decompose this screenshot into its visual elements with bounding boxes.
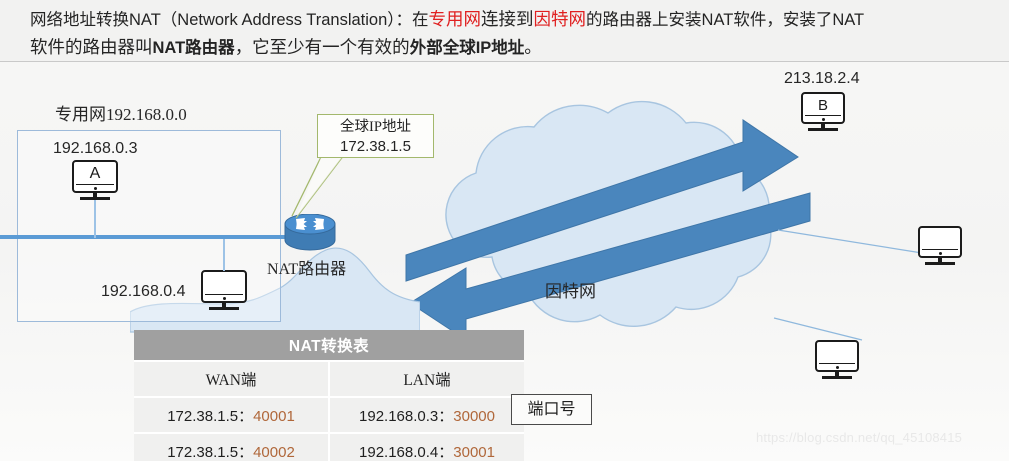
nat-row-1-lan-port: 30001 — [453, 443, 495, 461]
host-a-computer: A — [72, 160, 118, 202]
callout-leader-lines — [280, 150, 440, 230]
nat-row-0-wan-addr: 172.38.1.5： — [167, 407, 254, 425]
description-highlight-internet: 因特网 — [533, 9, 587, 29]
internet-host-1-computer — [918, 226, 962, 268]
network-edge-hill — [129, 240, 421, 335]
internet-host-2-screen-line — [819, 362, 855, 364]
nat-router-icon — [283, 213, 337, 252]
global-ip-callout: 全球IP地址 172.38.1.5 — [317, 114, 434, 158]
nat-table-col-lan: LAN端 — [329, 361, 524, 398]
callout-ip-value: 172.38.1.5 — [340, 138, 411, 155]
description-bold-global-ip: 外部全球IP地址 — [409, 39, 525, 57]
internet-host-2-stand-base — [822, 376, 852, 379]
description-line-1: 网络地址转换NAT（Network Address Translation）：在… — [30, 6, 1009, 34]
host-c-screen-line — [205, 293, 243, 295]
description-line-2-part-2: ，它至少有一个有效的 — [234, 37, 410, 57]
internet-host-links — [740, 200, 940, 360]
nat-row-1-wan-addr: 172.38.1.5： — [167, 443, 254, 461]
description-line-1-part-3: 的路由器上安装NAT软件，安装了NAT — [586, 11, 865, 29]
internet-host-1-stand-base — [925, 262, 955, 265]
host-b-computer: B — [801, 92, 845, 134]
host-a-ip-label: 192.168.0.3 — [53, 140, 138, 157]
host-b-screen-line — [805, 114, 841, 116]
host-c-screen-dot — [222, 297, 226, 300]
internet-host-2-screen-dot — [835, 366, 839, 369]
host-c-link — [223, 239, 225, 271]
description-line-2-part-3: 。 — [524, 37, 542, 57]
description-line-1-part-2: 连接到 — [481, 9, 534, 29]
nat-row-0-wan: 172.38.1.5：40001 — [134, 397, 330, 434]
header-divider — [0, 61, 1009, 62]
host-b-name: B — [817, 96, 828, 114]
internet-host-2-computer — [815, 340, 859, 382]
description-line-2: 软件的路由器叫NAT路由器，它至少有一个有效的外部全球IP地址。 — [30, 34, 1009, 62]
nat-table-title: NAT转换表 — [134, 330, 524, 362]
lan-bus-line — [0, 235, 300, 239]
host-c-stand-neck — [222, 303, 226, 307]
host-a-screen-line — [76, 183, 114, 185]
callout-title: 全球IP地址 — [340, 119, 411, 135]
host-b-stand-neck — [821, 124, 825, 128]
table-row: 172.38.1.5：40001 192.168.0.3：30000 — [134, 397, 524, 434]
internet-label: 因特网 — [545, 282, 596, 301]
traffic-arrows — [398, 95, 818, 345]
nat-table-col-wan: WAN端 — [134, 361, 330, 398]
host-c-computer — [201, 270, 247, 312]
host-c-ip-label: 192.168.0.4 — [101, 283, 186, 300]
description-highlight-private-network: 专用网 — [428, 9, 482, 29]
host-a-stand-base — [80, 197, 110, 200]
internet-host-1-screen-dot — [938, 252, 942, 255]
watermark: https://blog.csdn.net/qq_45108415 — [756, 430, 963, 445]
nat-translation-table: NAT转换表 WAN端 LAN端 172.38.1.5：40001 192.16… — [134, 330, 524, 461]
description-text-block: 网络地址转换NAT（Network Address Translation）：在… — [0, 0, 1009, 62]
host-b-screen-dot — [821, 118, 825, 121]
nat-row-1-wan: 172.38.1.5：40002 — [134, 433, 330, 461]
description-line-1-part-1: 网络地址转换NAT（Network Address Translation）：在 — [30, 11, 429, 29]
nat-table-header-row: WAN端 LAN端 — [134, 361, 524, 398]
nat-row-1-lan-addr: 192.168.0.4： — [359, 443, 454, 461]
nat-table-title-row: NAT转换表 — [134, 330, 524, 362]
host-a-link — [94, 200, 96, 238]
table-row: 172.38.1.5：40002 192.168.0.4：30001 — [134, 433, 524, 461]
nat-router-label: NAT路由器 — [267, 261, 347, 278]
host-a-stand-neck — [93, 193, 97, 197]
nat-row-1-lan: 192.168.0.4：30001 — [329, 433, 524, 461]
arrow-outbound — [405, 119, 799, 282]
description-bold-nat-router: NAT路由器 — [152, 39, 235, 57]
nat-row-0-lan-port: 30000 — [453, 407, 495, 425]
host-c-stand-base — [209, 307, 239, 310]
port-number-note: 端口号 — [511, 394, 592, 425]
internet-host-1-screen-line — [922, 248, 958, 250]
arrow-inbound — [409, 192, 811, 341]
host-b-stand-base — [808, 128, 838, 131]
internet-host-2-stand-neck — [835, 372, 839, 376]
private-network-label: 专用网192.168.0.0 — [55, 105, 187, 124]
description-line-2-part-1: 软件的路由器叫 — [30, 37, 153, 57]
host-a-screen-dot — [93, 187, 97, 190]
nat-row-1-wan-port: 40002 — [253, 443, 295, 461]
nat-row-0-lan-addr: 192.168.0.3： — [359, 407, 454, 425]
host-b-ip-label: 213.18.2.4 — [784, 70, 860, 87]
nat-row-0-wan-port: 40001 — [253, 407, 295, 425]
internet-host-1-stand-neck — [938, 258, 942, 262]
nat-row-0-lan: 192.168.0.3：30000 — [329, 397, 524, 434]
host-a-name: A — [89, 164, 101, 182]
